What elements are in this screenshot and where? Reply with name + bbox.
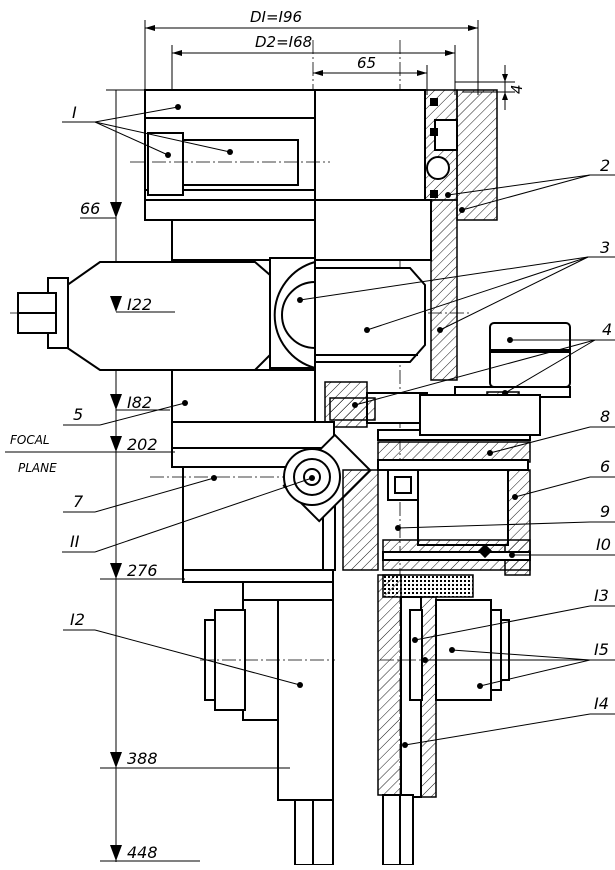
part-5-callout: 5 — [63, 400, 188, 426]
part-6-callout: 6 — [512, 457, 615, 500]
part-9-label: 9 — [600, 502, 610, 521]
dimension-gap-label: 4 — [508, 84, 526, 94]
level-66-label: 66 — [80, 199, 100, 218]
dimension-d2: D2=I68 — [171, 33, 456, 95]
level-122-label: I22 — [127, 295, 152, 314]
part-13-callout: I3 — [412, 586, 615, 643]
part-13-label: I3 — [594, 586, 609, 605]
lower-housing — [150, 433, 531, 583]
level-276: 276 — [100, 561, 185, 580]
part-1-label: I — [72, 103, 77, 122]
dimension-offset: 65 — [313, 54, 428, 95]
part-7-label: 7 — [73, 492, 84, 511]
dimension-d2-label: D2=I68 — [255, 33, 312, 51]
lower-right-assembly — [377, 574, 520, 866]
level-122: I22 — [110, 295, 175, 314]
part-4-callout: 4 — [352, 320, 615, 408]
part-8-label: 8 — [600, 407, 610, 426]
level-66: 66 — [80, 199, 122, 219]
level-202: 202 — [5, 435, 175, 454]
level-axis — [106, 89, 145, 862]
level-388-label: 388 — [127, 749, 158, 768]
level-448: 448 — [100, 843, 200, 862]
part-6-label: 6 — [600, 457, 610, 476]
part-14-label: I4 — [594, 694, 609, 713]
part-12-callout: I2 — [63, 610, 303, 688]
part-10-label: I0 — [596, 535, 611, 554]
upper-housing — [130, 89, 426, 221]
part4-cylinder — [454, 322, 571, 405]
part-2-label: 2 — [600, 156, 610, 175]
part-15-label: I5 — [594, 640, 609, 659]
dimension-d1: DI=I96 — [144, 8, 479, 95]
dimension-d1-label: DI=I96 — [250, 8, 302, 26]
focal-plane-line2: PLANE — [18, 461, 57, 475]
focal-plane-line1: FOCAL — [10, 433, 50, 447]
part-15-callout: I5 — [422, 640, 615, 689]
part-14-callout: I4 — [402, 694, 615, 748]
part-4-label: 4 — [602, 320, 612, 339]
part-3-callout: 3 — [297, 238, 615, 333]
part-2-callout: 2 — [445, 156, 615, 213]
focal-plane-label: FOCAL PLANE — [10, 433, 57, 475]
level-448-label: 448 — [127, 843, 158, 862]
top-clamp — [424, 89, 498, 221]
level-202-label: 202 — [127, 435, 158, 454]
part-12-label: I2 — [70, 610, 85, 629]
part-5-label: 5 — [73, 405, 83, 424]
part-3-label: 3 — [600, 238, 610, 257]
part-11-callout: II — [62, 475, 315, 553]
lower-left-assembly — [200, 581, 335, 866]
level-388: 388 — [100, 749, 290, 769]
level-182-label: I82 — [127, 393, 152, 412]
part-10-callout: I0 — [509, 535, 615, 558]
middle-body — [17, 199, 432, 423]
level-182: I82 — [110, 393, 170, 412]
part-7-callout: 7 — [63, 475, 217, 513]
side-wall — [430, 199, 458, 381]
level-276-label: 276 — [127, 561, 158, 580]
dimension-offset-label: 65 — [357, 54, 376, 72]
part-8-callout: 8 — [487, 407, 615, 456]
part-11-label: II — [70, 532, 80, 551]
part-9-callout: 9 — [395, 502, 615, 531]
part-1-callout: I — [62, 103, 233, 158]
